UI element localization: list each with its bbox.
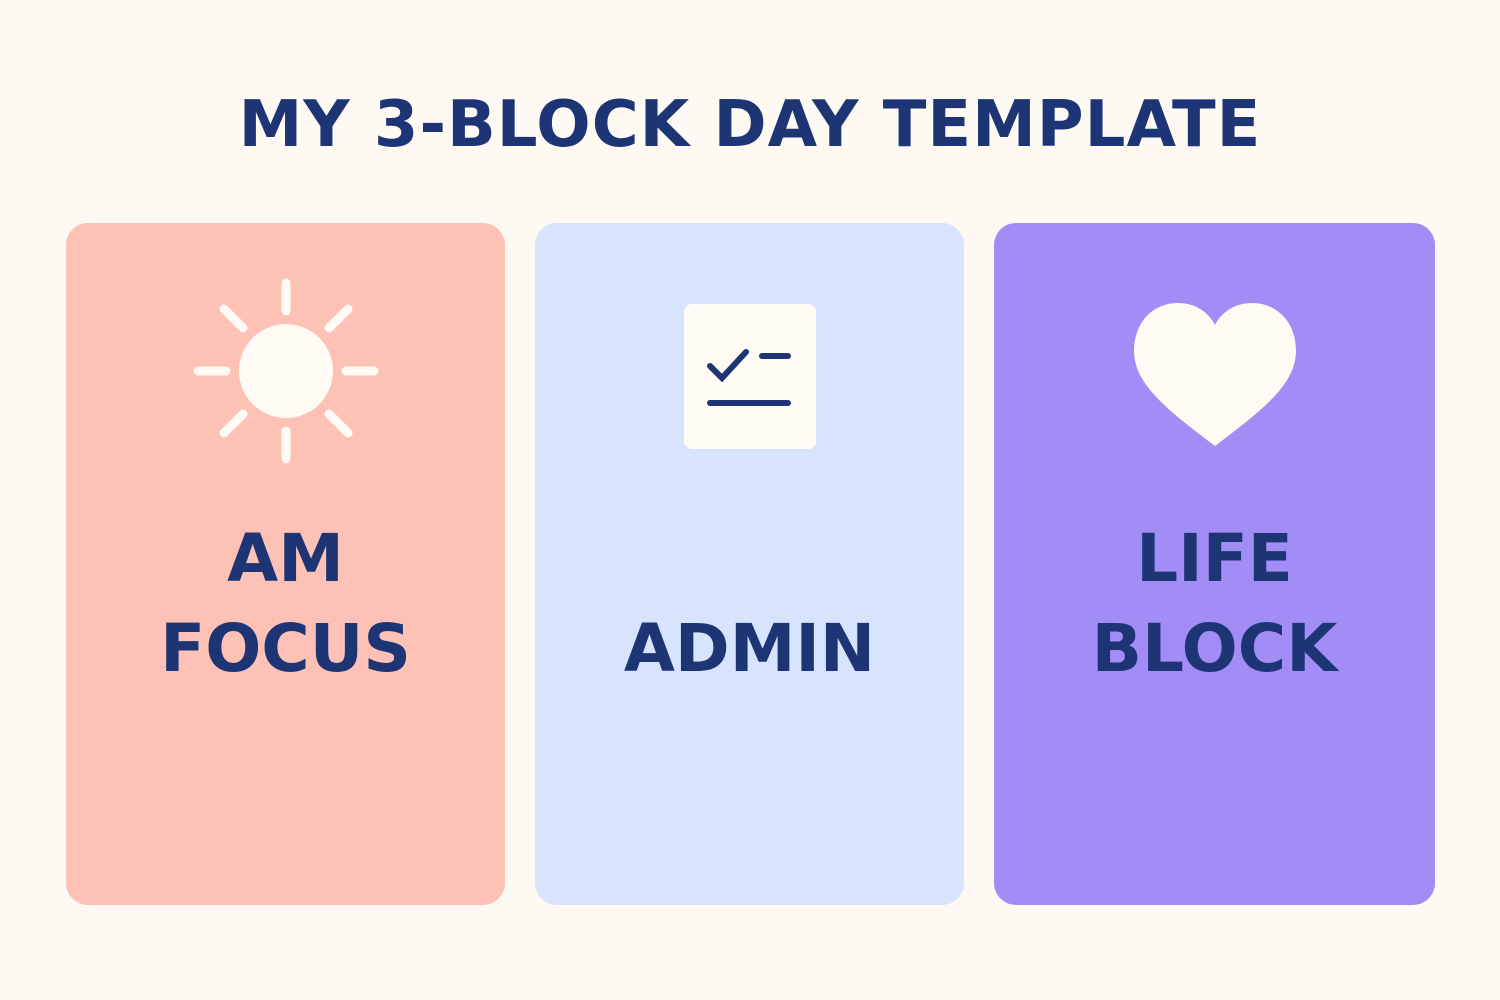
checklist-icon [683, 304, 816, 449]
sun-icon [193, 278, 378, 464]
block-life: LIFE BLOCK [994, 223, 1435, 905]
block-label-line2: FOCUS [160, 610, 411, 687]
block-am-focus: AM FOCUS [66, 223, 505, 905]
heart-icon [1133, 303, 1296, 446]
block-label-line2: BLOCK [1091, 610, 1338, 687]
page-title: MY 3-BLOCK DAY TEMPLATE [238, 88, 1262, 162]
block-label: ADMIN [623, 610, 876, 687]
block-label-line1: AM [227, 520, 344, 597]
block-admin: ADMIN [535, 223, 964, 905]
block-label-line1: LIFE [1136, 520, 1293, 597]
